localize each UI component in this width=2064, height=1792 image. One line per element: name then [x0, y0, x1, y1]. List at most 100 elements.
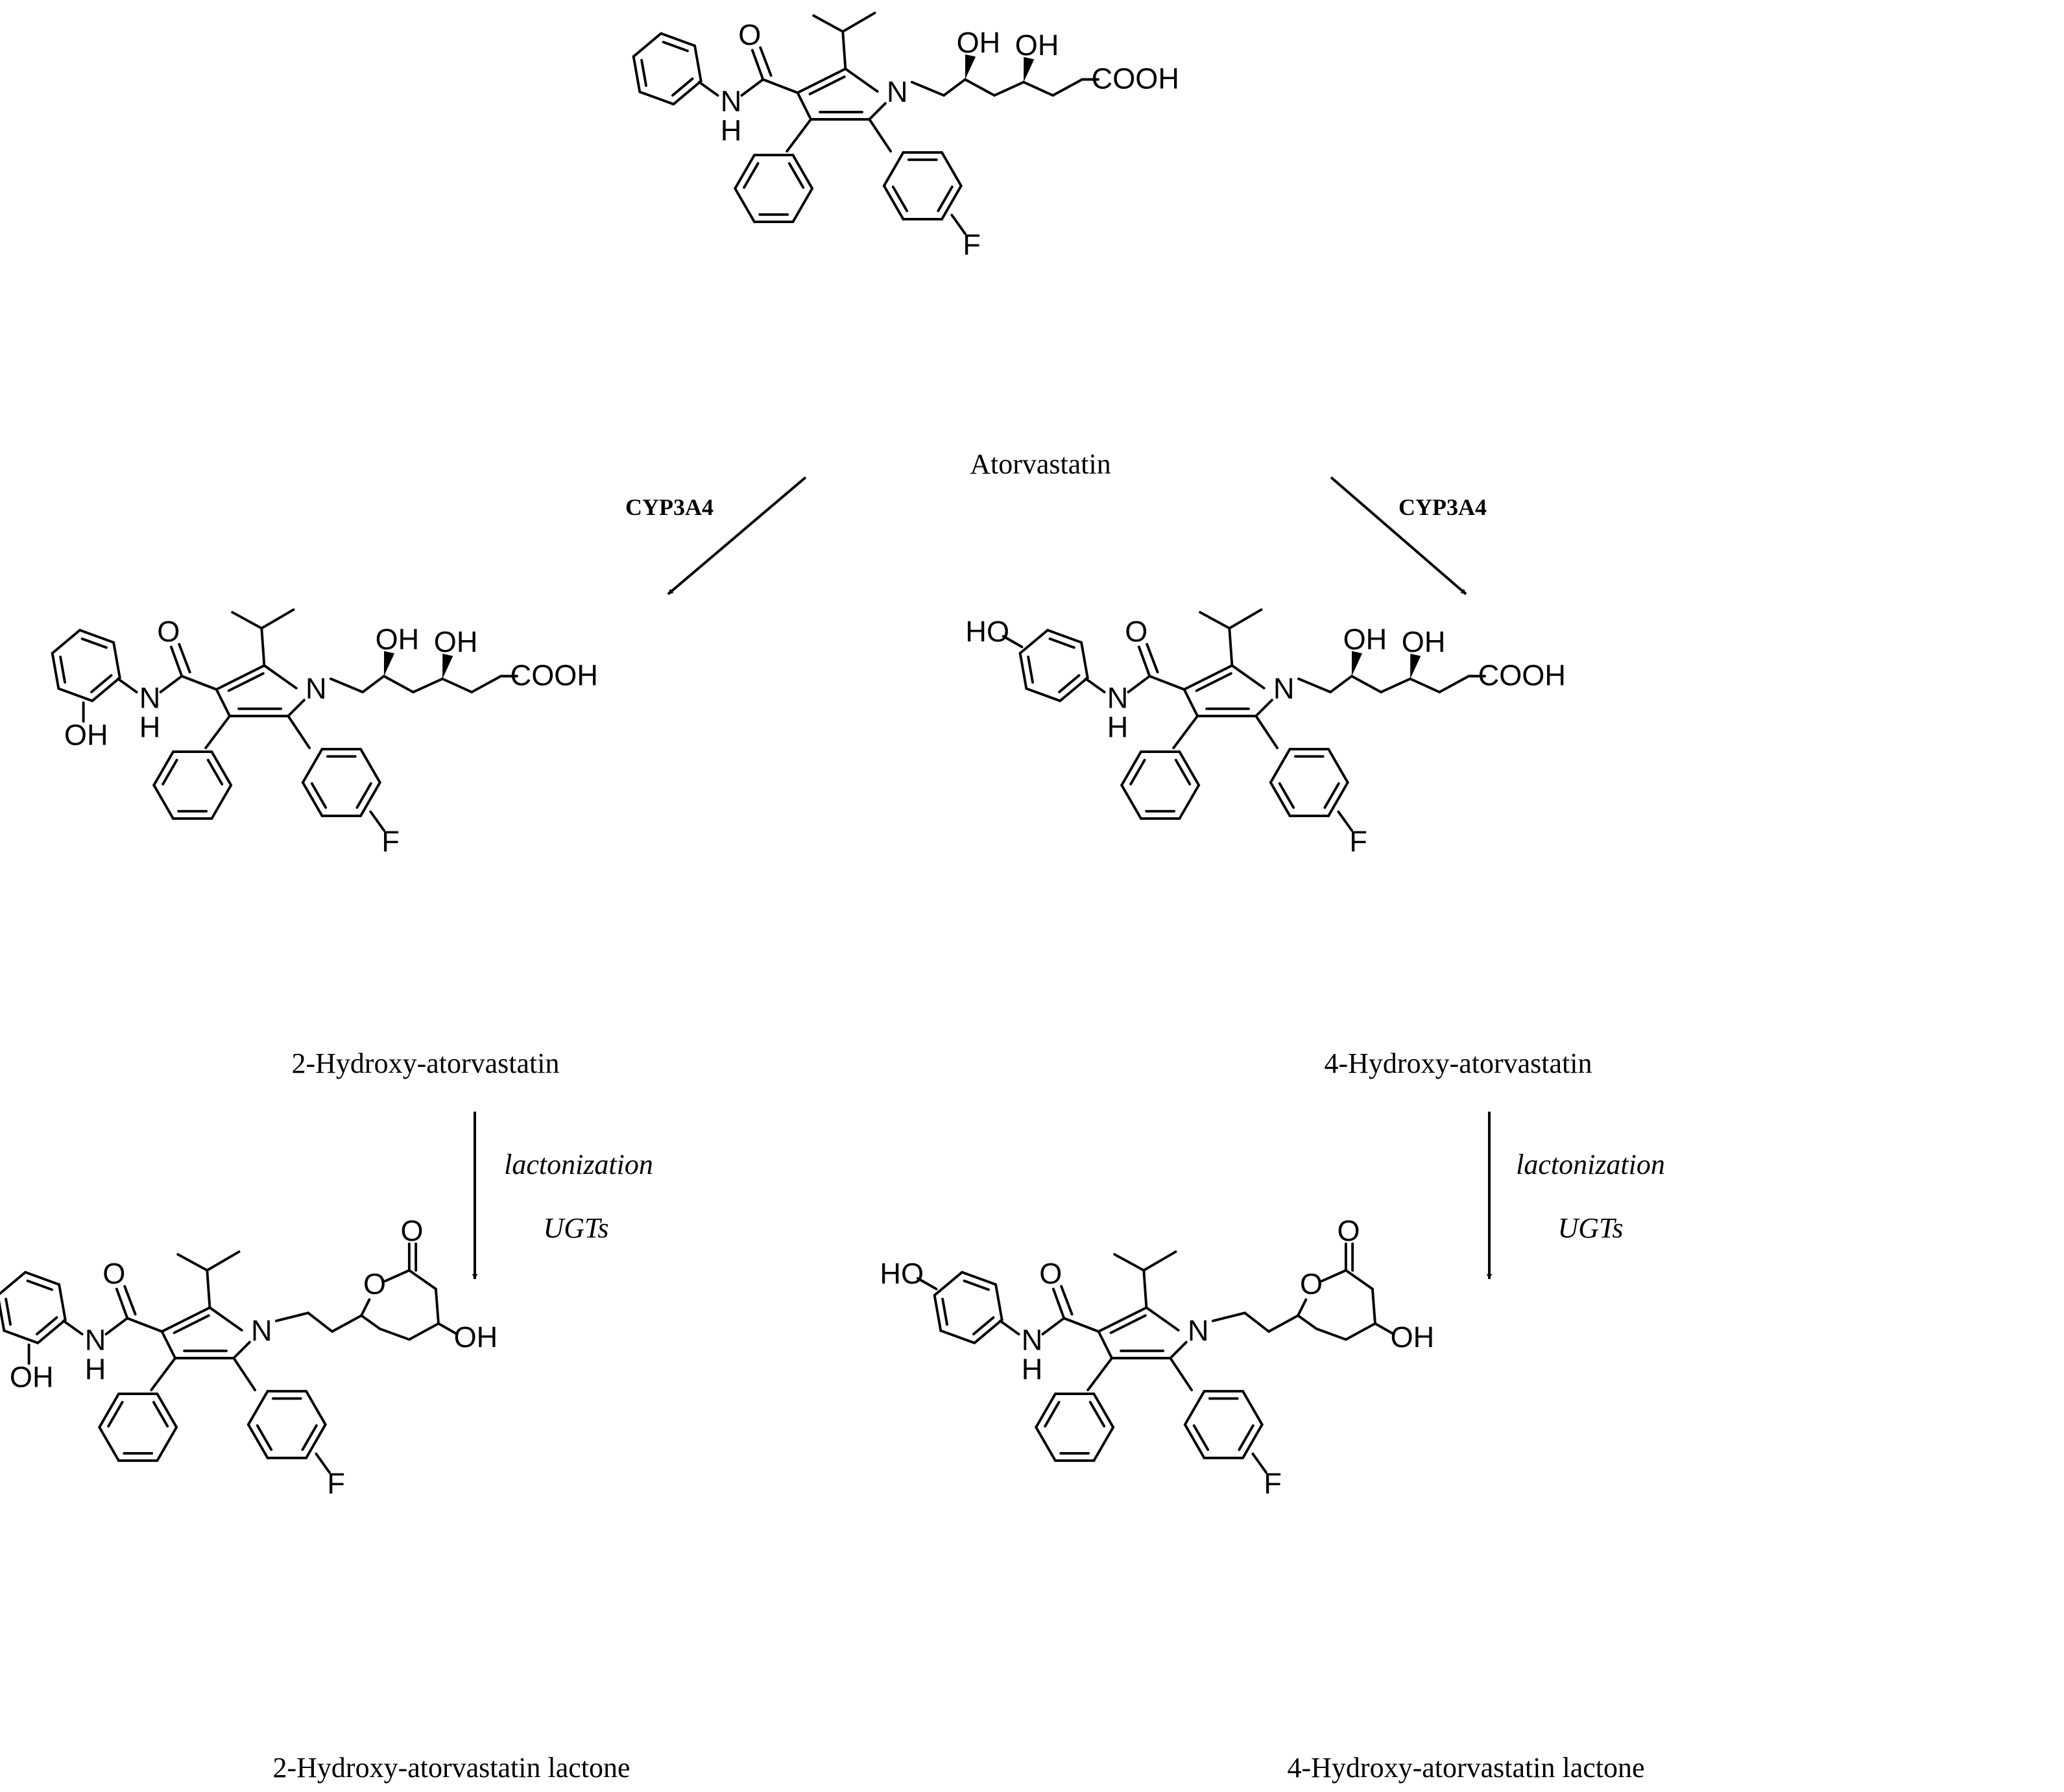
4-hydroxy-atorvastatin-lactone-name: 4-Hydroxy-atorvastatin lactone	[1287, 1752, 1644, 1784]
ring-bond	[933, 1294, 942, 1332]
ring-bond	[1092, 1426, 1115, 1463]
bond	[287, 715, 311, 750]
ring-bond	[305, 1423, 327, 1459]
wedge-bond	[965, 54, 976, 80]
ring-bond	[3, 1329, 40, 1344]
ring-bond	[1046, 628, 1083, 644]
right-enzyme-label: CYP3A4	[1398, 494, 1487, 520]
double-bond	[301, 1424, 318, 1452]
2-hydroxy-atorvastatin-name: 2-Hydroxy-atorvastatin	[292, 1047, 560, 1079]
double-bond	[1323, 782, 1340, 809]
bond	[1084, 677, 1106, 694]
double-bond	[107, 1401, 124, 1428]
bond	[260, 627, 266, 667]
bond	[1344, 1269, 1374, 1291]
ring-bond	[660, 32, 697, 47]
bond	[1113, 1253, 1146, 1272]
fluorine: F	[381, 825, 400, 858]
2-hydroxy-atorvastatin-lactone-name: 2-Hydroxy-atorvastatin lactone	[272, 1752, 630, 1784]
bond	[1297, 1314, 1318, 1330]
ring-bond	[939, 1329, 976, 1344]
fluorine: F	[1264, 1467, 1282, 1500]
bond	[115, 1287, 129, 1320]
wedge-bond	[1024, 56, 1035, 82]
carbonyl-oxygen: O	[1039, 1257, 1062, 1290]
bond	[796, 67, 847, 94]
hydroxyl-5: OH	[1402, 625, 1446, 658]
lactone-carbonyl-oxygen: O	[400, 1214, 423, 1247]
left-cyp3a4-arrow	[667, 476, 807, 595]
bond	[786, 118, 813, 153]
ring-bond	[1018, 652, 1028, 690]
amide-nitrogen: N	[85, 1323, 106, 1356]
ring-bond	[210, 750, 233, 787]
double-bond	[963, 1279, 990, 1291]
bond	[116, 677, 138, 694]
bond	[1374, 1322, 1395, 1336]
double-bond	[1048, 637, 1075, 649]
hydroxyl-3: OH	[957, 26, 1001, 59]
bond	[1254, 715, 1279, 750]
bond	[1211, 1311, 1247, 1322]
ring-bond	[36, 1319, 67, 1344]
bond	[812, 14, 845, 33]
bond	[263, 664, 298, 689]
chain-bond	[942, 78, 966, 97]
double-bond	[1109, 1314, 1147, 1334]
carboxylic-acid: COOH	[510, 658, 598, 691]
ring-bond	[1183, 1423, 1206, 1459]
wedge-bond	[442, 653, 453, 679]
ring-bond	[359, 748, 381, 784]
chain-bond	[993, 80, 1026, 97]
amide-nitrogen: N	[1022, 1323, 1043, 1356]
bond	[1371, 1287, 1376, 1325]
double-bond	[808, 75, 846, 95]
double-bond	[1088, 1401, 1106, 1428]
bond	[384, 1269, 411, 1283]
bond	[1041, 1317, 1066, 1336]
ring-bond	[51, 628, 82, 655]
pyrrole-nitrogen: N	[887, 75, 908, 108]
bond	[1230, 664, 1266, 689]
fluorine: F	[327, 1467, 345, 1500]
bond	[378, 1327, 411, 1341]
4-hydroxy-atorvastatin-name: 4-Hydroxy-atorvastatin	[1325, 1047, 1592, 1079]
bond	[150, 1357, 177, 1392]
double-bond	[1027, 655, 1035, 684]
chain-bond	[963, 78, 996, 97]
amide-nitrogen: N	[139, 681, 161, 714]
ring-bond	[78, 628, 115, 644]
ring-bond	[1242, 1390, 1264, 1426]
ring-bond	[791, 187, 814, 224]
ring-bond	[156, 1426, 178, 1463]
bond	[697, 80, 719, 97]
ring-bond	[973, 1319, 1003, 1344]
bond	[759, 46, 773, 77]
bond	[1148, 675, 1186, 691]
ring-bond	[1178, 750, 1201, 787]
bond	[159, 675, 184, 694]
right-cyp3a4-arrow	[1330, 476, 1467, 595]
hydroxyl-3: OH	[1343, 623, 1387, 656]
bond	[844, 67, 879, 93]
ring-bond	[246, 1423, 269, 1459]
bond	[1228, 608, 1263, 630]
ring-bond	[152, 783, 174, 820]
chain-bond	[361, 675, 385, 694]
bond	[260, 608, 295, 630]
double-bond	[671, 77, 694, 97]
bond	[796, 91, 813, 121]
bond	[1251, 1452, 1267, 1474]
para-hydroxyl: HO	[965, 615, 1009, 648]
bond	[215, 664, 266, 691]
ortho-hydroxyl: OH	[64, 719, 108, 752]
ring-bond	[941, 184, 963, 221]
wedge-bond	[1410, 653, 1421, 679]
bond	[360, 1298, 371, 1317]
ring-bond	[1080, 641, 1089, 679]
bond	[750, 49, 765, 81]
